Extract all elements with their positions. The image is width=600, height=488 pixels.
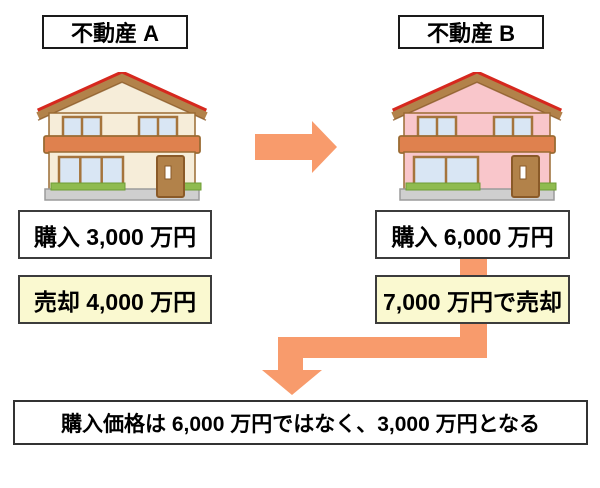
property-a-sale-text: 売却 4,000 万円 — [33, 288, 197, 315]
house-b-illustration — [391, 72, 563, 201]
property-b-purchase-text: 購入 6,000 万円 — [391, 223, 554, 250]
property-b-sale-box: 7,000 万円で売却 — [375, 275, 570, 324]
property-b-purchase-box: 購入 6,000 万円 — [375, 210, 570, 259]
conclusion-text: 購入価格は 6,000 万円ではなく、3,000 万円となる — [61, 412, 540, 436]
conclusion-box: 購入価格は 6,000 万円ではなく、3,000 万円となる — [13, 400, 588, 445]
property-a-label: 不動産 A — [42, 15, 188, 49]
property-b-label: 不動産 B — [398, 15, 544, 49]
property-a-sale-box: 売却 4,000 万円 — [18, 275, 212, 324]
property-a-purchase-text: 購入 3,000 万円 — [33, 223, 197, 250]
arrow-right-icon — [255, 121, 337, 173]
property-a-label-text: 不動産 A — [70, 21, 159, 46]
house-a-illustration — [36, 72, 208, 201]
property-b-label-text: 不動産 B — [426, 21, 515, 46]
property-b-sale-text: 7,000 万円で売却 — [383, 288, 562, 315]
property-a-purchase-box: 購入 3,000 万円 — [18, 210, 212, 259]
